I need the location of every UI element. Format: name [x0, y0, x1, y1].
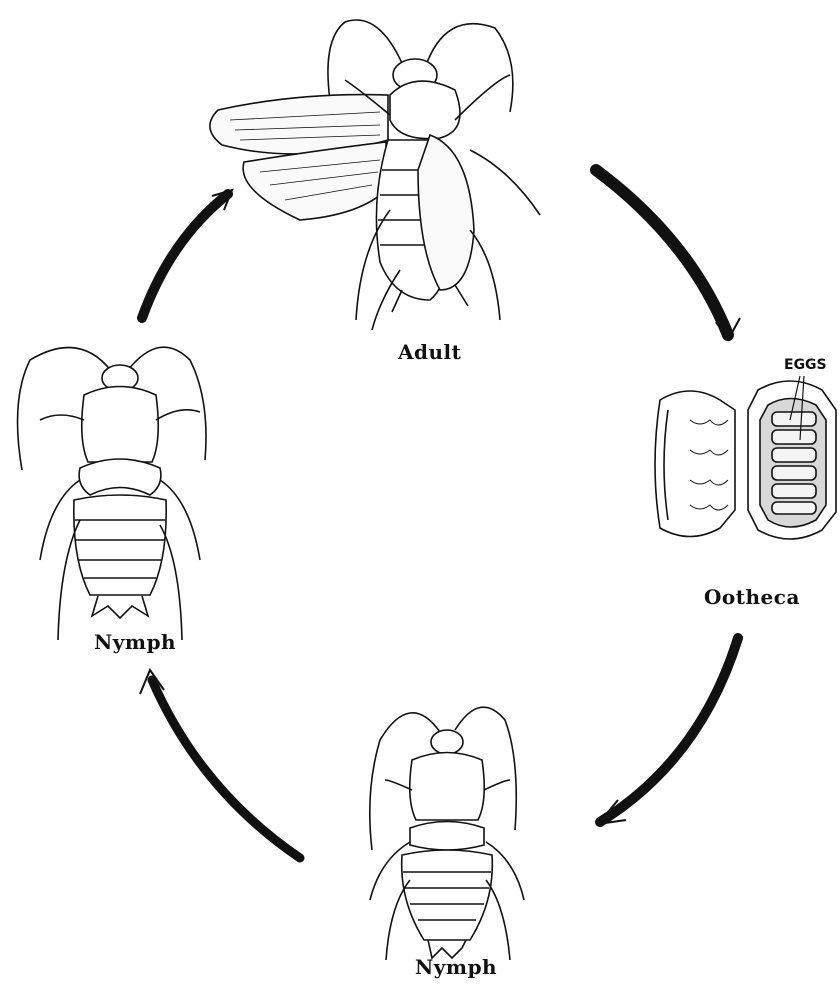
adult-label: Adult [398, 340, 461, 364]
arrow-adult-to-ootheca [596, 170, 740, 340]
arrow-ootheca-to-nymph [598, 638, 738, 824]
nymph-left-label: Nymph [94, 630, 176, 654]
ootheca-open-illustration [748, 381, 836, 539]
arrow-nymph-to-nymph [140, 670, 300, 858]
eggs-label: EGGS [784, 357, 827, 373]
nymph-left-illustration [18, 347, 207, 640]
nymph-bottom-illustration [370, 707, 524, 960]
adult-cockroach-illustration [210, 20, 540, 330]
ootheca-closed-illustration [655, 391, 735, 537]
ootheca-label: Ootheca [704, 585, 800, 609]
arrow-nymph-to-adult [142, 190, 232, 318]
nymph-bottom-label: Nymph [415, 955, 497, 979]
